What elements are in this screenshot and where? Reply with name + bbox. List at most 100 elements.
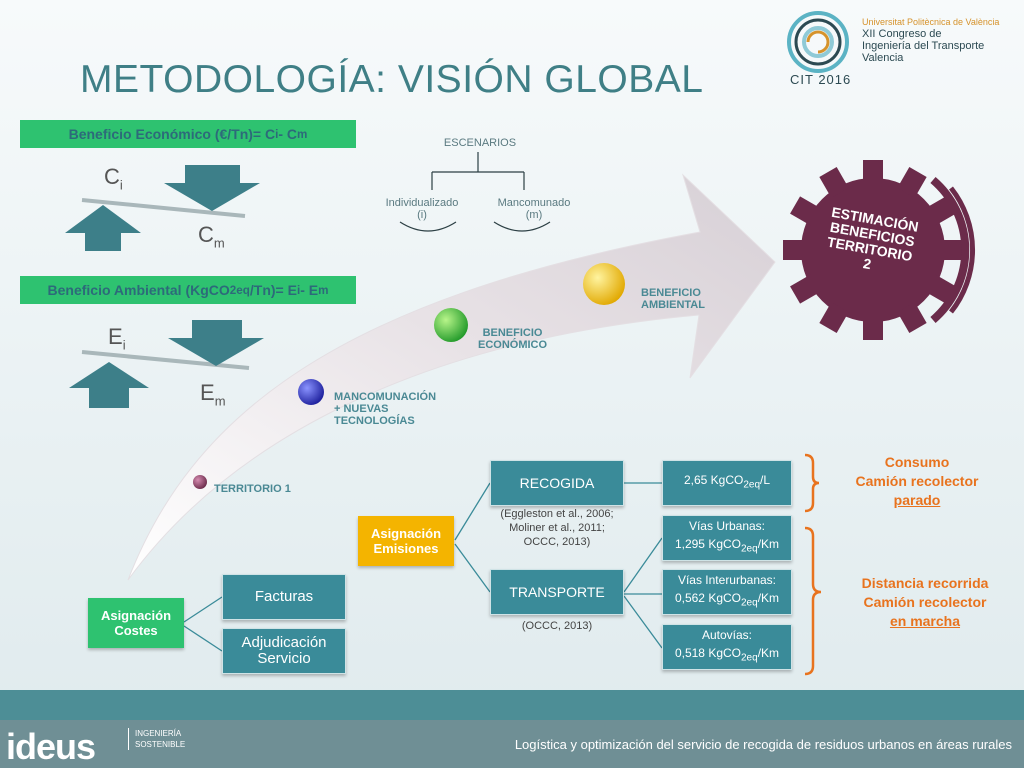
recogida-reference: (Eggleston et al., 2006; Moliner et al.,… bbox=[484, 507, 630, 549]
consumo-note: Consumo Camión recolector parado bbox=[832, 453, 1002, 510]
env-header-mid: /Tn)= E bbox=[249, 282, 297, 298]
economic-balance-icon bbox=[65, 165, 260, 251]
logo-university: Universitat Politècnica de València bbox=[862, 17, 1000, 27]
transporte-reference: (OCCC, 2013) bbox=[521, 620, 593, 632]
env-header-sub1: i bbox=[296, 283, 301, 297]
vias-urbanas-box: Vías Urbanas: 1,295 KgCO2eq/Km bbox=[662, 515, 792, 561]
eco-header-mid: - C bbox=[278, 126, 298, 142]
env-header-mid2: - E bbox=[300, 282, 319, 298]
emis-l2: Emisiones bbox=[373, 541, 439, 556]
bottom-connectors bbox=[183, 453, 822, 676]
ei-main: E bbox=[108, 324, 123, 349]
scenario-mancomunado: Mancomunado (m) bbox=[482, 197, 586, 221]
ci-label: Ci bbox=[104, 164, 123, 192]
step-econ-dot bbox=[434, 308, 468, 342]
mancom-l1: MANCOMUNACIÓN bbox=[334, 391, 437, 403]
eco-header-sub1: i bbox=[275, 127, 279, 141]
interurbanas-pre: 0,562 KgCO bbox=[674, 591, 741, 606]
econ-l1: BENEFICIO bbox=[482, 327, 543, 339]
recogida-box: RECOGIDA bbox=[490, 460, 624, 506]
brace-distancia bbox=[804, 526, 822, 676]
ref-rec-l3: OCCC, 2013) bbox=[523, 536, 591, 548]
cm-label: Cm bbox=[198, 222, 225, 250]
autovias-sub: 2eq bbox=[741, 652, 758, 664]
transporte-box: TRANSPORTE bbox=[490, 569, 624, 615]
vias-interurbanas-box: Vías Interurbanas: 0,562 KgCO2eq/Km bbox=[662, 569, 792, 615]
step-mancom-label: MANCOMUNACIÓN + NUEVAS TECNOLOGÍAS bbox=[334, 391, 436, 427]
logo-year: CIT 2016 bbox=[790, 72, 852, 87]
mancom-l2: + NUEVAS bbox=[334, 403, 389, 415]
facturas-box: Facturas bbox=[222, 574, 346, 620]
footer-band bbox=[0, 720, 1024, 768]
ideus-sub-1: INGENIERÍA bbox=[135, 729, 182, 738]
env-header-sub2: m bbox=[318, 283, 329, 297]
costes-l2: Costes bbox=[114, 623, 158, 638]
brace-consumo bbox=[804, 453, 820, 513]
scenarios-title: ESCENARIOS bbox=[443, 137, 517, 149]
step-territorio1-dot bbox=[193, 475, 207, 489]
rec-val-sub: 2eq bbox=[743, 479, 761, 491]
urbanas-post: /Km bbox=[757, 537, 780, 552]
cm-main: C bbox=[198, 222, 214, 247]
adjudicacion-box: Adjudicación Servicio bbox=[222, 628, 346, 674]
interurbanas-post: /Km bbox=[757, 591, 780, 606]
eco-header-prefix: Beneficio Económico (€/Tn)= C bbox=[68, 126, 276, 142]
autovias-label: Autovías: bbox=[701, 628, 752, 643]
distancia-note: Distancia recorrida Camión recolector en… bbox=[830, 574, 1020, 631]
logo-congress-1: XII Congreso de bbox=[862, 28, 942, 40]
urbanas-sub: 2eq bbox=[741, 543, 758, 555]
ci-sub: i bbox=[119, 177, 123, 193]
amb-l2: AMBIENTAL bbox=[641, 299, 705, 311]
ref-rec-l1: (Eggleston et al., 2006; bbox=[500, 508, 614, 520]
emis-l1: Asignación bbox=[370, 526, 442, 541]
footer-band-top bbox=[0, 690, 1024, 720]
logo-city: Valencia bbox=[862, 52, 904, 64]
env-header-prefix: Beneficio Ambiental (KgCO bbox=[47, 282, 230, 298]
step-econ-label: BENEFICIO ECONÓMICO bbox=[478, 327, 547, 351]
scenario-individual: Individualizado (i) bbox=[370, 197, 474, 221]
ei-label: Ei bbox=[108, 324, 126, 352]
footer-text: Logística y optimización del servicio de… bbox=[514, 737, 1012, 752]
scenarios-tree bbox=[399, 152, 551, 232]
distancia-l2: Camión recolector bbox=[863, 594, 987, 610]
ref-rec-l2: Moliner et al., 2011; bbox=[509, 522, 605, 534]
scenario-individual-l1: Individualizado bbox=[385, 197, 459, 209]
adj-l1: Adjudicación bbox=[241, 634, 327, 651]
adj-l2: Servicio bbox=[257, 650, 311, 667]
ci-main: C bbox=[104, 164, 120, 189]
autovias-post: /Km bbox=[757, 646, 780, 661]
scenario-mancom-l1: Mancomunado bbox=[497, 197, 571, 209]
gear-shape bbox=[783, 160, 975, 340]
mancom-l3: TECNOLOGÍAS bbox=[334, 415, 415, 427]
consumo-l1: Consumo bbox=[884, 454, 950, 470]
em-main: E bbox=[200, 380, 215, 405]
step-mancom-dot bbox=[298, 379, 324, 405]
logo-text: Universitat Politècnica de València XII … bbox=[862, 16, 999, 64]
em-label: Em bbox=[200, 380, 226, 408]
cm-sub: m bbox=[213, 235, 225, 251]
consumo-l3: parado bbox=[893, 492, 941, 508]
logo-congress-2: Ingeniería del Transporte bbox=[862, 40, 985, 52]
interurbanas-sub: 2eq bbox=[741, 597, 758, 609]
interurbanas-label: Vías Interurbanas: bbox=[677, 573, 777, 588]
step-amb-dot bbox=[583, 263, 625, 305]
scenario-individual-l2: (i) bbox=[417, 209, 427, 221]
em-sub: m bbox=[214, 393, 226, 409]
cit-logo-icon bbox=[787, 11, 849, 73]
step-territorio1-label: TERRITORIO 1 bbox=[214, 483, 291, 495]
ideus-sub-2: SOSTENIBLE bbox=[135, 740, 186, 749]
env-header-sub: 2eq bbox=[229, 283, 250, 297]
consumo-l2: Camión recolector bbox=[855, 473, 979, 489]
urbanas-pre: 1,295 KgCO bbox=[674, 537, 741, 552]
distancia-l3: en marcha bbox=[889, 613, 961, 629]
autovias-pre: 0,518 KgCO bbox=[674, 646, 741, 661]
rec-val-pre: 2,65 KgCO bbox=[683, 473, 744, 488]
rec-val-post: /L bbox=[760, 473, 771, 488]
step-amb-label: BENEFICIO AMBIENTAL bbox=[641, 287, 705, 311]
asignacion-emisiones-box: Asignación Emisiones bbox=[358, 516, 454, 566]
econ-l2: ECONÓMICO bbox=[478, 339, 548, 351]
environmental-balance-icon bbox=[69, 320, 264, 408]
distancia-l1: Distancia recorrida bbox=[861, 575, 989, 591]
